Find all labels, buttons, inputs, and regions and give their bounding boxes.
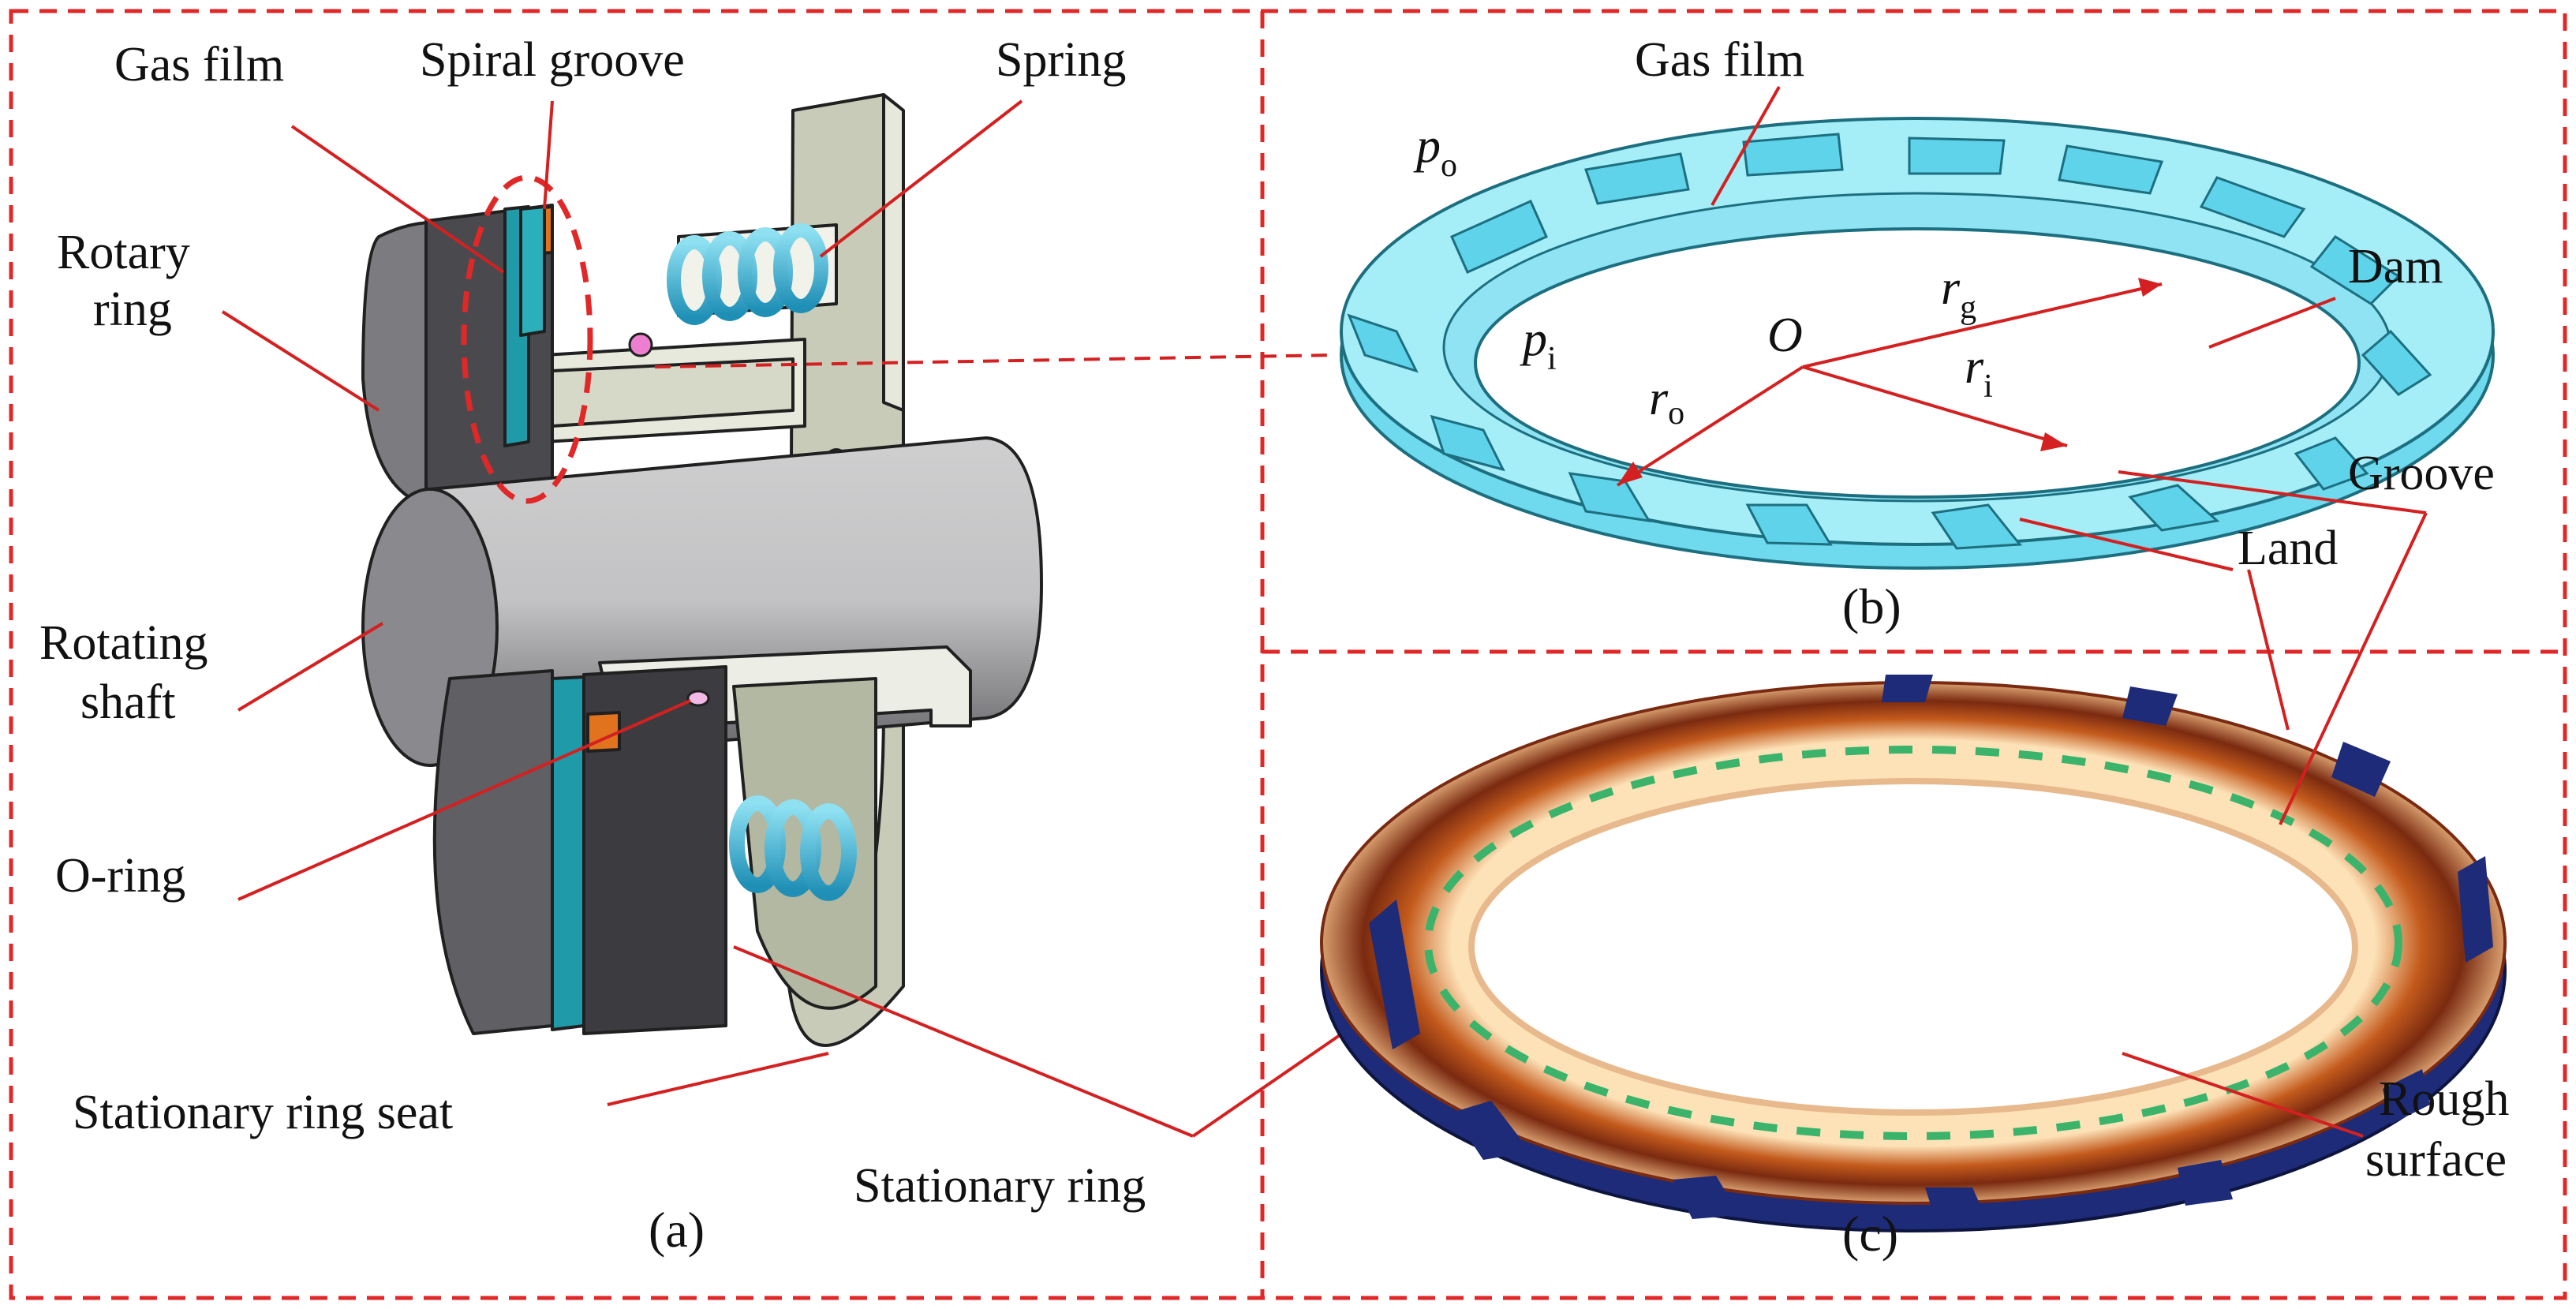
symbol-p-i-sub: i (1547, 341, 1557, 377)
radius-ro-arrow (1616, 365, 1804, 487)
lower-o-ring (686, 690, 710, 707)
label-land: Land (2238, 522, 2338, 575)
label-gas-film-a: Gas film (114, 38, 284, 92)
label-rotating-shaft-line1: Rotating (39, 616, 208, 670)
rough-surface-ring-drawing (1320, 675, 2507, 1232)
panel-b-leader-lines (1710, 86, 2427, 571)
label-spring: Spring (996, 33, 1126, 87)
label-stationary-ring-seat: Stationary ring seat (73, 1086, 453, 1139)
arrowhead-ro (1617, 462, 1643, 485)
panel-a-leader-lines (221, 99, 1392, 1138)
panel-b-gas-film-ring: Gas film Dam Groove Land O po pi rg ro r… (1340, 33, 2495, 634)
caption-a: (a) (649, 1202, 705, 1258)
label-gas-film-b: Gas film (1635, 33, 1804, 87)
symbol-r-g: rg (1941, 261, 1976, 326)
symbol-r-o: ro (1649, 372, 1684, 432)
arrowhead-rg (2138, 278, 2162, 297)
label-groove: Groove (2348, 447, 2495, 500)
caption-c: (c) (1842, 1206, 1898, 1262)
label-stationary-ring: Stationary ring (854, 1159, 1146, 1213)
rough-grooves (1369, 675, 2493, 1225)
upper-stationary-parts (543, 223, 838, 443)
symbol-r-o-sub: o (1668, 395, 1684, 432)
lower-spring (729, 795, 857, 901)
symbol-p-o: po (1413, 119, 1457, 184)
symbol-r-g-sub: g (1960, 290, 1976, 326)
label-dam: Dam (2348, 240, 2443, 294)
symbol-r-i-sub: i (1983, 368, 1993, 405)
outer-frame (9, 9, 2567, 1300)
caption-b: (b) (1842, 578, 1901, 634)
label-rotary-ring-line2: ring (93, 282, 172, 336)
symbol-p-i: pi (1520, 312, 1557, 377)
symbol-r-o-main: r (1649, 372, 1669, 425)
symbol-r-g-main: r (1941, 261, 1961, 315)
label-origin: O (1767, 309, 1803, 362)
label-rotary-ring-line1: Rotary (57, 226, 190, 279)
label-rotating-shaft-line2: shaft (80, 675, 176, 729)
panel-c-rough-surface-ring: Rough surface (c) (1320, 512, 2509, 1262)
arrowhead-ri (2040, 432, 2067, 451)
label-rough-surface-line1: Rough (2379, 1072, 2509, 1126)
lower-rings (432, 665, 727, 1035)
panel-a-seal-assembly: Gas film Spiral groove Spring Rotary rin… (39, 33, 1392, 1258)
upper-spring (667, 223, 828, 325)
upper-rotary-ring (361, 204, 554, 507)
gas-film-highlight (461, 174, 593, 504)
spiral-grooves (1347, 133, 2432, 550)
panel-c-leader-lines (2122, 512, 2428, 1138)
symbol-r-i-main: r (1965, 340, 1984, 394)
radius-ri-arrow (1802, 365, 2068, 447)
label-spiral-groove: Spiral groove (420, 33, 685, 87)
label-o-ring: O-ring (55, 849, 185, 903)
radius-rg-arrow (1802, 282, 2163, 368)
panel-frames (9, 9, 2567, 1300)
symbol-p-o-sub: o (1441, 148, 1457, 184)
symbol-p-o-main: p (1413, 119, 1441, 173)
label-rough-surface-line2: surface (2365, 1133, 2507, 1187)
gas-film-ring-drawing (1340, 117, 2495, 570)
symbol-p-i-main: p (1520, 312, 1547, 366)
upper-o-ring (628, 332, 653, 357)
symbol-r-i: ri (1965, 340, 1993, 405)
